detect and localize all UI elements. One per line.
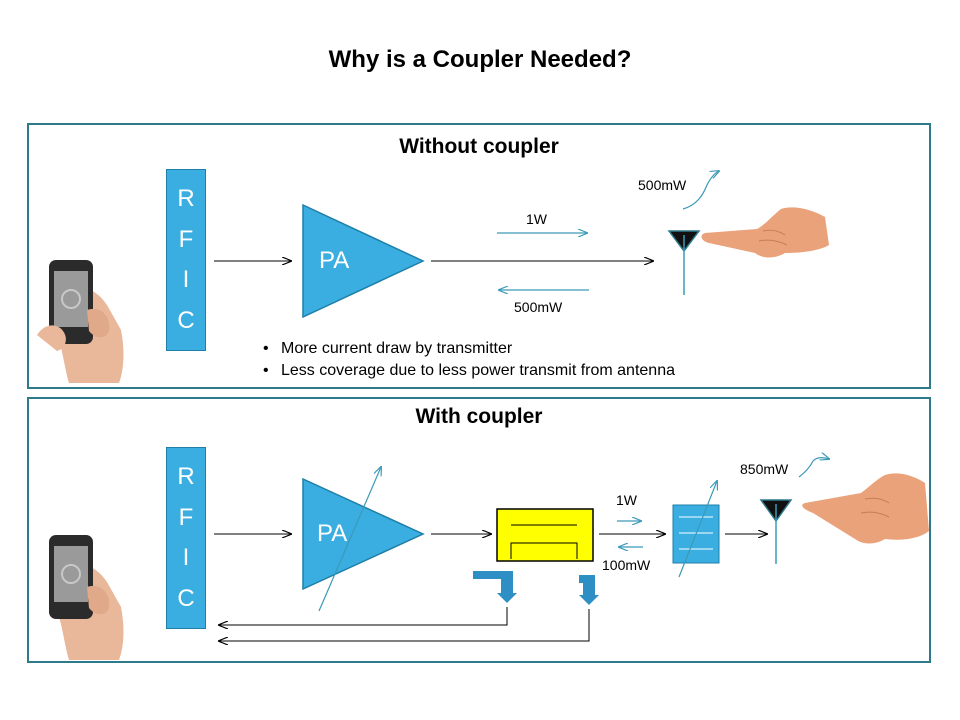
without-coupler-heading: Without coupler [399,135,559,158]
rfic-block: R F I C [166,447,206,629]
forward-power-label: 1W [616,492,637,508]
rfic-letter: I [182,544,190,572]
bullet-item: Less coverage due to less power transmit… [261,360,675,382]
rfic-letter: F [178,503,194,531]
page-title: Why is a Coupler Needed? [328,46,632,73]
pa-amplifier [302,203,425,319]
phone-in-hand-icon [49,535,124,660]
bullet-list: More current draw by transmitter Less co… [261,338,675,382]
forward-sample-arrow [473,571,517,603]
reflected-sample-arrow [579,575,599,605]
rfic-letter: F [178,225,194,253]
without-coupler-diagram [37,125,829,383]
radiated-power-arrow [798,458,829,478]
radiated-power-label: 850mW [740,461,789,477]
radiated-power-label: 500mW [638,177,687,193]
rfic-letter: C [177,307,195,335]
antenna-icon [759,499,793,564]
reflected-feedback-line [219,609,590,641]
pa-tuning-arrow [318,467,381,612]
pa-label: PA [317,520,348,547]
with-coupler-panel: With coupler [27,397,931,663]
rfic-block: R F I C [166,169,206,351]
pa-label: PA [319,247,350,274]
rfic-letter: I [182,266,190,294]
forward-feedback-line [219,607,508,625]
phone-in-hand-icon [37,260,124,383]
forward-power-label: 1W [526,211,547,227]
tuner-tuning-arrow [678,481,717,578]
with-coupler-diagram [49,399,929,660]
bullet-item: More current draw by transmitter [261,338,675,360]
pointing-hand-icon [802,473,929,544]
reflected-power-label: 500mW [514,299,563,315]
rfic-letter: C [177,585,195,613]
pointing-hand-icon [701,207,829,258]
reflected-power-label: 100mW [602,557,651,573]
without-coupler-panel: Without coupler [27,123,931,389]
antenna-icon [667,230,701,295]
rfic-letter: R [177,462,195,490]
with-coupler-heading: With coupler [415,405,543,428]
coupler-block [496,508,594,562]
rfic-letter: R [177,184,195,212]
radiated-power-arrow [682,171,719,210]
pa-amplifier [302,477,425,591]
